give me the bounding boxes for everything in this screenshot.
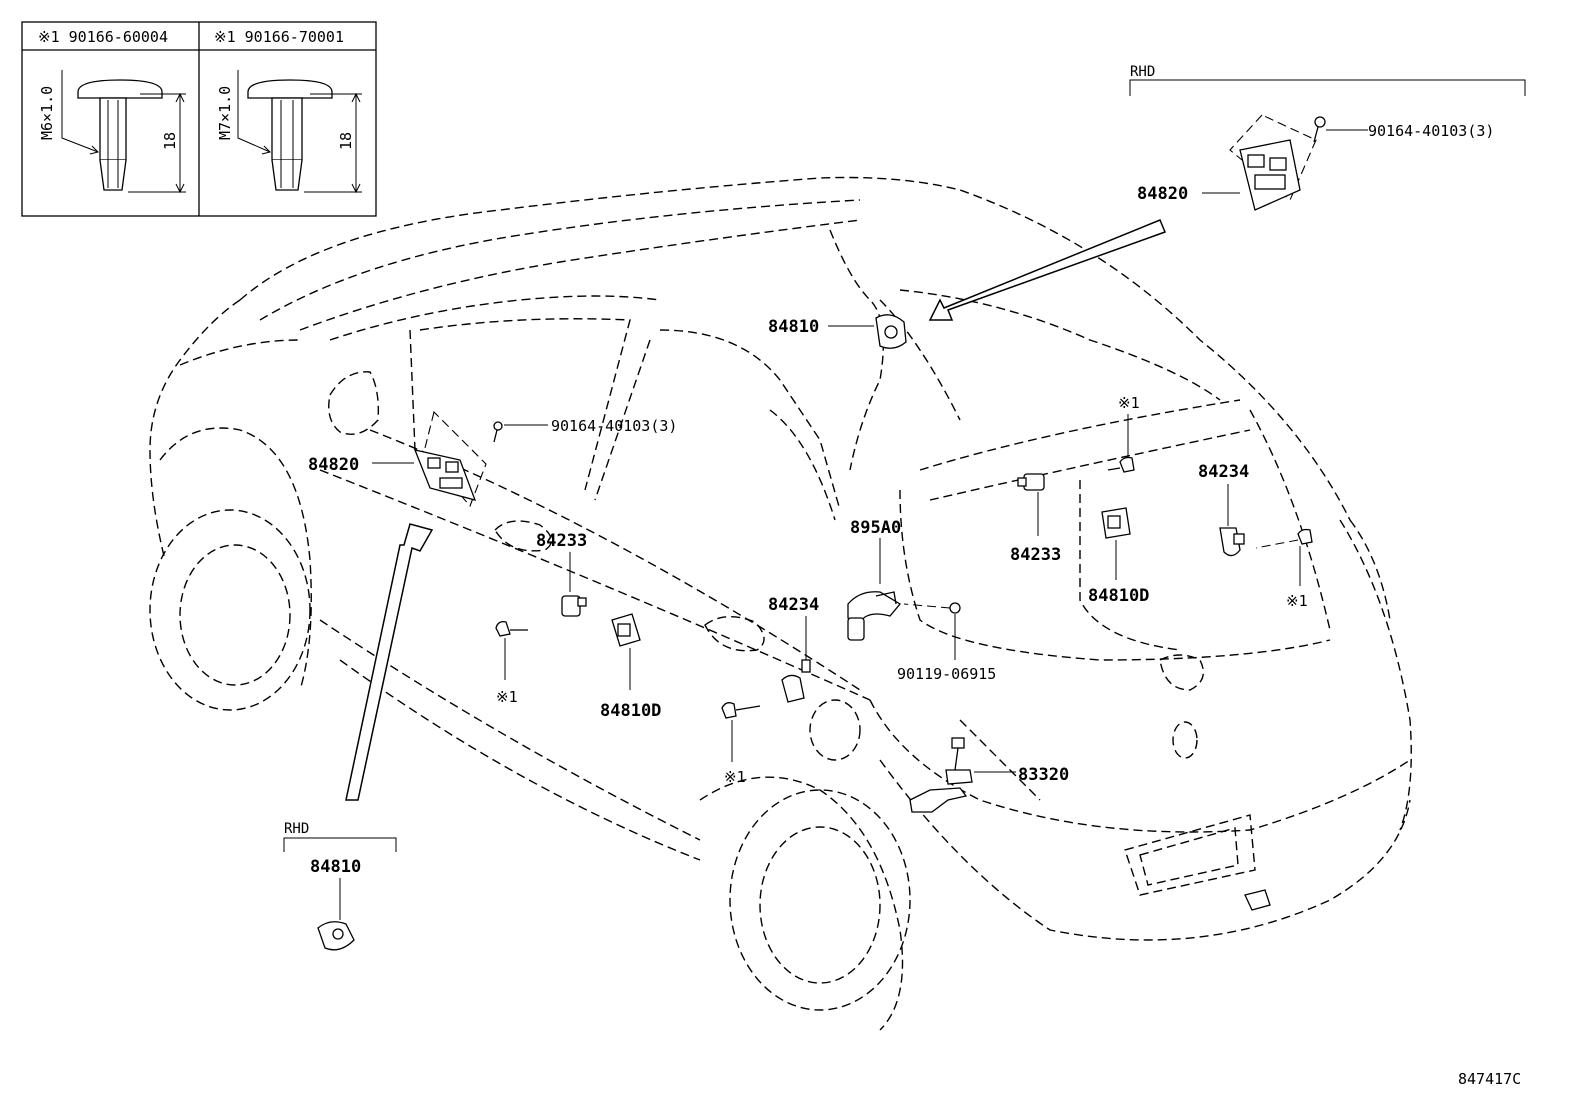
- rhd-top-switch-icon: [1239, 139, 1301, 211]
- clip-m6-icon: [61, 70, 186, 194]
- callout-84233-back: 84233: [1010, 545, 1061, 565]
- switch-84810D-back-icon: [1101, 507, 1131, 539]
- legend-col2-header: ※1 90166-70001: [214, 28, 344, 46]
- clip-legend-table: ※1 90166-60004 ※1 90166-70001 M6×1.0 18: [21, 21, 377, 217]
- callout-84820-left: 84820: [308, 455, 359, 475]
- switch-84810-icon: [875, 314, 907, 349]
- legend-col1-length: 18: [161, 132, 179, 150]
- rhd-bottom-label: RHD: [284, 821, 309, 837]
- callout-83320: 83320: [1018, 765, 1069, 785]
- callout-90164-left: 90164-40103(3): [551, 417, 677, 435]
- legend-col2-length: 18: [337, 132, 355, 150]
- callout-clip-front: ※1: [496, 688, 518, 706]
- door-switch-84233-back-icon: [1017, 473, 1045, 491]
- switch-84820-icon: [413, 449, 477, 501]
- clip-back-right-icon: [1255, 528, 1313, 549]
- rhd-top-label: RHD: [1130, 64, 1155, 80]
- callout-84234-back: 84234: [1198, 462, 1249, 482]
- clip-m7-icon: [237, 70, 362, 194]
- door-switch-84233-front-icon: [561, 595, 587, 617]
- clip-front-icon: [495, 620, 528, 637]
- rhd-bottom-switch-label: 84810: [310, 857, 361, 877]
- legend-col1-header: ※1 90166-60004: [38, 28, 168, 46]
- callout-895A0: 895A0: [850, 518, 901, 538]
- view-arrow-front: [345, 523, 434, 801]
- callout-clip-back-top: ※1: [1118, 394, 1140, 412]
- diagram-code: 847417C: [1458, 1070, 1521, 1088]
- callout-84810D-back: 84810D: [1088, 586, 1149, 606]
- part-895A0-icon: [847, 591, 901, 641]
- legend-col1-thread: M6×1.0: [38, 86, 56, 140]
- callout-84810-center: 84810: [768, 317, 819, 337]
- callout-84234-rear: 84234: [768, 595, 819, 615]
- callout-clip-rear: ※1: [724, 768, 746, 786]
- rhd-top-switch-label: 84820: [1137, 184, 1188, 204]
- view-arrow-rear: [928, 219, 1166, 321]
- clip-back-top-icon: [1107, 456, 1135, 473]
- rhd-top-screw-icon: [1313, 116, 1326, 143]
- callout-84810D-front: 84810D: [600, 701, 661, 721]
- rhd-bottom-switch-icon: [317, 921, 355, 951]
- rhd-top-screw-label: 90164-40103(3): [1368, 122, 1494, 140]
- legend-col2-thread: M7×1.0: [216, 86, 234, 140]
- callout-84233-front: 84233: [536, 531, 587, 551]
- door-switch-84234-back-icon: [1219, 527, 1245, 557]
- rhd-inset-top: RHD 90164-40103(3) 84820: [1129, 64, 1526, 211]
- rhd-inset-bottom: RHD 84810: [283, 821, 397, 951]
- clip-rear-icon: [721, 702, 761, 719]
- bolt-90119-icon: [903, 602, 961, 614]
- callout-90119: 90119-06915: [897, 665, 996, 683]
- part-83320-icon: [909, 737, 973, 813]
- door-switch-84234-rear-icon: [781, 674, 805, 703]
- switch-84810D-front-icon: [611, 613, 641, 647]
- callout-clip-back-right: ※1: [1286, 592, 1308, 610]
- screw-90164-left-icon: [493, 421, 503, 443]
